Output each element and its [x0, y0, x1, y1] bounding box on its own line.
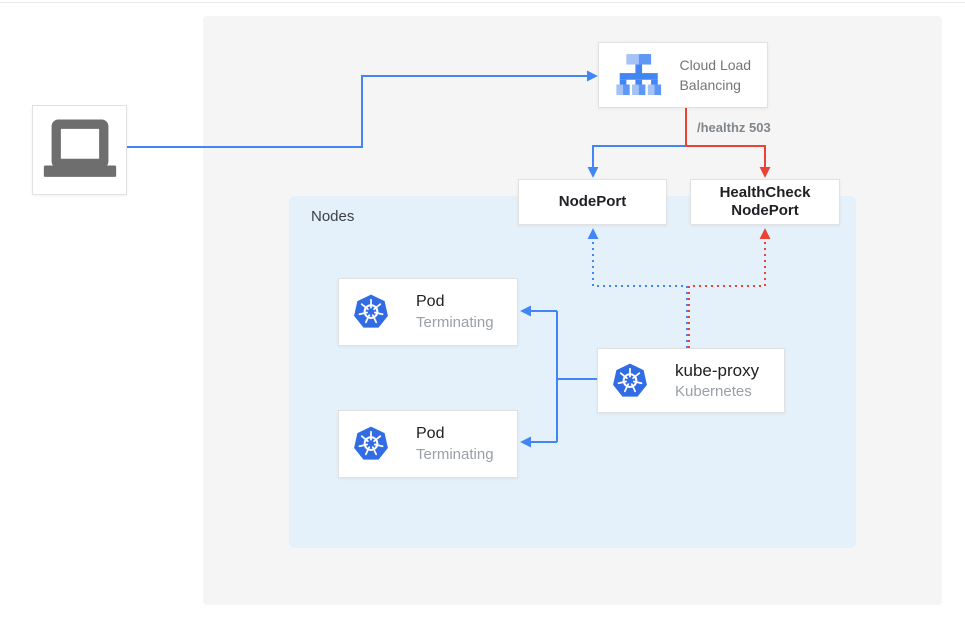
- pod-label: Pod: [416, 425, 445, 442]
- top-divider: [0, 2, 965, 3]
- pod-node-2: Pod Terminating: [338, 410, 518, 478]
- healthcheck-nodeport-label: HealthCheck NodePort: [719, 184, 811, 219]
- kube-proxy-node: kube-proxy Kubernetes: [597, 348, 785, 413]
- load-balancer-icon: [616, 54, 662, 95]
- cloud-load-balancing-node: Cloud Load Balancing: [598, 42, 768, 108]
- kube-proxy-sublabel: Kubernetes: [675, 382, 752, 400]
- healthcheck-nodeport-node: HealthCheck NodePort: [690, 179, 840, 225]
- nodes-group-label: Nodes: [311, 208, 355, 225]
- pod-status: Terminating: [416, 314, 494, 331]
- nodeport-label: NodePort: [558, 193, 627, 210]
- kube-proxy-label: kube-proxy: [675, 360, 760, 380]
- kubernetes-icon: [352, 293, 390, 331]
- pod-status: Terminating: [416, 446, 494, 463]
- kubernetes-icon: [352, 425, 390, 463]
- pod-label: Pod: [416, 293, 445, 310]
- pod-node-1: Pod Terminating: [338, 278, 518, 346]
- cloud-load-balancing-label: Cloud Load Balancing: [679, 57, 752, 93]
- laptop-icon: [43, 119, 116, 177]
- healthz-status-label: /healthz 503: [697, 120, 771, 135]
- client-node: [32, 105, 127, 195]
- kubernetes-icon: [611, 362, 649, 400]
- nodeport-node: NodePort: [518, 179, 667, 225]
